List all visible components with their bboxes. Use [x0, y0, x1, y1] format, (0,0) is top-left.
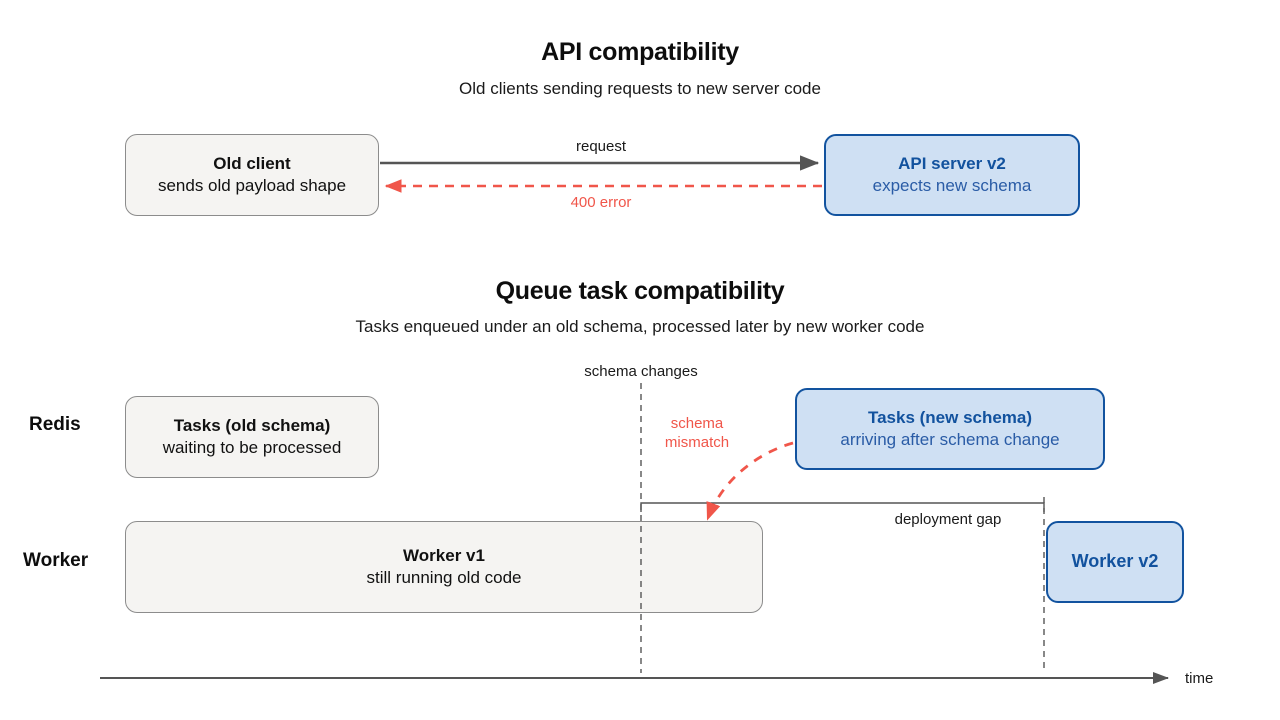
node-api-server-v2[interactable]: API server v2 expects new schema — [824, 134, 1080, 216]
node-worker-v1-subtitle: still running old code — [366, 568, 522, 587]
edge-label-400-error: 400 error — [570, 194, 632, 211]
marker-label-deployment-gap: deployment gap — [894, 511, 1002, 528]
lane-label-worker: Worker — [23, 550, 89, 571]
axis-label-time: time — [1185, 670, 1214, 687]
edge-label-request: request — [575, 138, 627, 155]
node-worker-v1[interactable]: Worker v1 still running old code — [125, 521, 763, 613]
section-title-api-compatibility: API compatibility — [541, 38, 739, 66]
node-tasks-new-schema[interactable]: Tasks (new schema) arriving after schema… — [795, 388, 1105, 470]
node-api-server-v2-subtitle: expects new schema — [872, 176, 1032, 195]
section-subtitle-queue-task-compatibility: Tasks enqueued under an old schema, proc… — [355, 317, 925, 336]
lane-label-redis: Redis — [29, 414, 81, 435]
node-old-client-title: Old client — [213, 154, 291, 174]
section-subtitle-api-compatibility: Old clients sending requests to new serv… — [459, 79, 821, 98]
node-tasks-old-schema-title: Tasks (old schema) — [173, 416, 331, 436]
edge-schema-mismatch-arrow — [706, 441, 794, 521]
edge-label-schema-mismatch: schema mismatch — [664, 415, 730, 452]
node-old-client[interactable]: Old client sends old payload shape — [125, 134, 379, 216]
node-tasks-new-schema-title: Tasks (new schema) — [867, 408, 1033, 428]
node-api-server-v2-title: API server v2 — [898, 154, 1006, 174]
node-tasks-old-schema[interactable]: Tasks (old schema) waiting to be process… — [125, 396, 379, 478]
node-tasks-new-schema-subtitle: arriving after schema change — [840, 430, 1060, 449]
marker-label-schema-changes: schema changes — [584, 363, 698, 380]
node-tasks-old-schema-subtitle: waiting to be processed — [162, 438, 342, 457]
node-worker-v2-title: Worker v2 — [1071, 551, 1159, 572]
node-worker-v2[interactable]: Worker v2 — [1046, 521, 1184, 603]
node-worker-v1-title: Worker v1 — [403, 546, 485, 566]
node-old-client-subtitle: sends old payload shape — [157, 176, 347, 195]
section-title-queue-task-compatibility: Queue task compatibility — [495, 277, 785, 305]
